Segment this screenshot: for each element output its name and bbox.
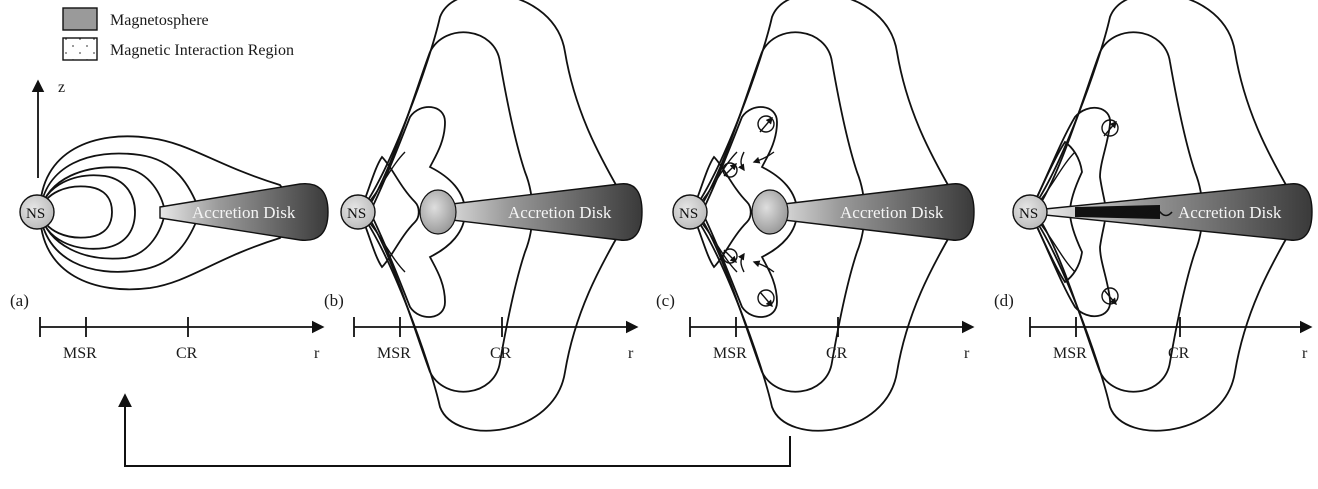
interaction-region [40, 167, 165, 258]
msr-label: MSR [377, 345, 411, 362]
loop-arrow-icon [758, 116, 774, 132]
legend-interaction-label: Magnetic Interaction Region [110, 42, 294, 59]
accretion-disk-label: Accretion Disk [1178, 203, 1282, 222]
panel-c: Accretion Disk NS (c) MSR CR r [656, 0, 974, 431]
accretion-disk-label: Accretion Disk [840, 203, 944, 222]
accretion-disk-label: Accretion Disk [192, 203, 296, 222]
panel-b: Accretion Disk NS (b) MSR CR r [324, 0, 642, 431]
panel-a: z Accretion Disk NS (a) MSR CR r [10, 79, 328, 362]
legend-magnetosphere-swatch [63, 8, 97, 30]
panel-tag: (a) [10, 291, 29, 310]
cycle-arrow [125, 396, 790, 466]
loop-arrow-icon [723, 163, 737, 177]
neutron-star-label: NS [347, 206, 366, 222]
r-axis-label: r [1302, 345, 1308, 362]
neutron-star-label: NS [26, 206, 45, 222]
cr-label: CR [490, 345, 512, 362]
disk-inner-bulb [752, 190, 788, 234]
msr-label: MSR [713, 345, 747, 362]
r-axis-label: r [314, 345, 320, 362]
legend: Magnetosphere Magnetic Interaction Regio… [63, 8, 294, 60]
cr-label: CR [176, 345, 198, 362]
panel-tag: (b) [324, 291, 344, 310]
neutron-star-label: NS [679, 206, 698, 222]
legend-interaction-swatch [63, 38, 97, 60]
panel-d: Accretion Disk NS (d) MSR CR r [994, 0, 1312, 431]
msr-label: MSR [1053, 345, 1087, 362]
panel-tag: (d) [994, 291, 1014, 310]
z-axis-label: z [58, 79, 65, 96]
r-axis-label: r [964, 345, 970, 362]
cr-label: CR [826, 345, 848, 362]
msr-label: MSR [63, 345, 97, 362]
disk-inner-bulb [420, 190, 456, 234]
legend-magnetosphere-label: Magnetosphere [110, 12, 209, 29]
loop-arrow-icon [758, 290, 774, 306]
panel-tag: (c) [656, 291, 675, 310]
neutron-star-label: NS [1019, 206, 1038, 222]
accretion-disk-label: Accretion Disk [508, 203, 612, 222]
r-axis-label: r [628, 345, 634, 362]
cr-label: CR [1168, 345, 1190, 362]
